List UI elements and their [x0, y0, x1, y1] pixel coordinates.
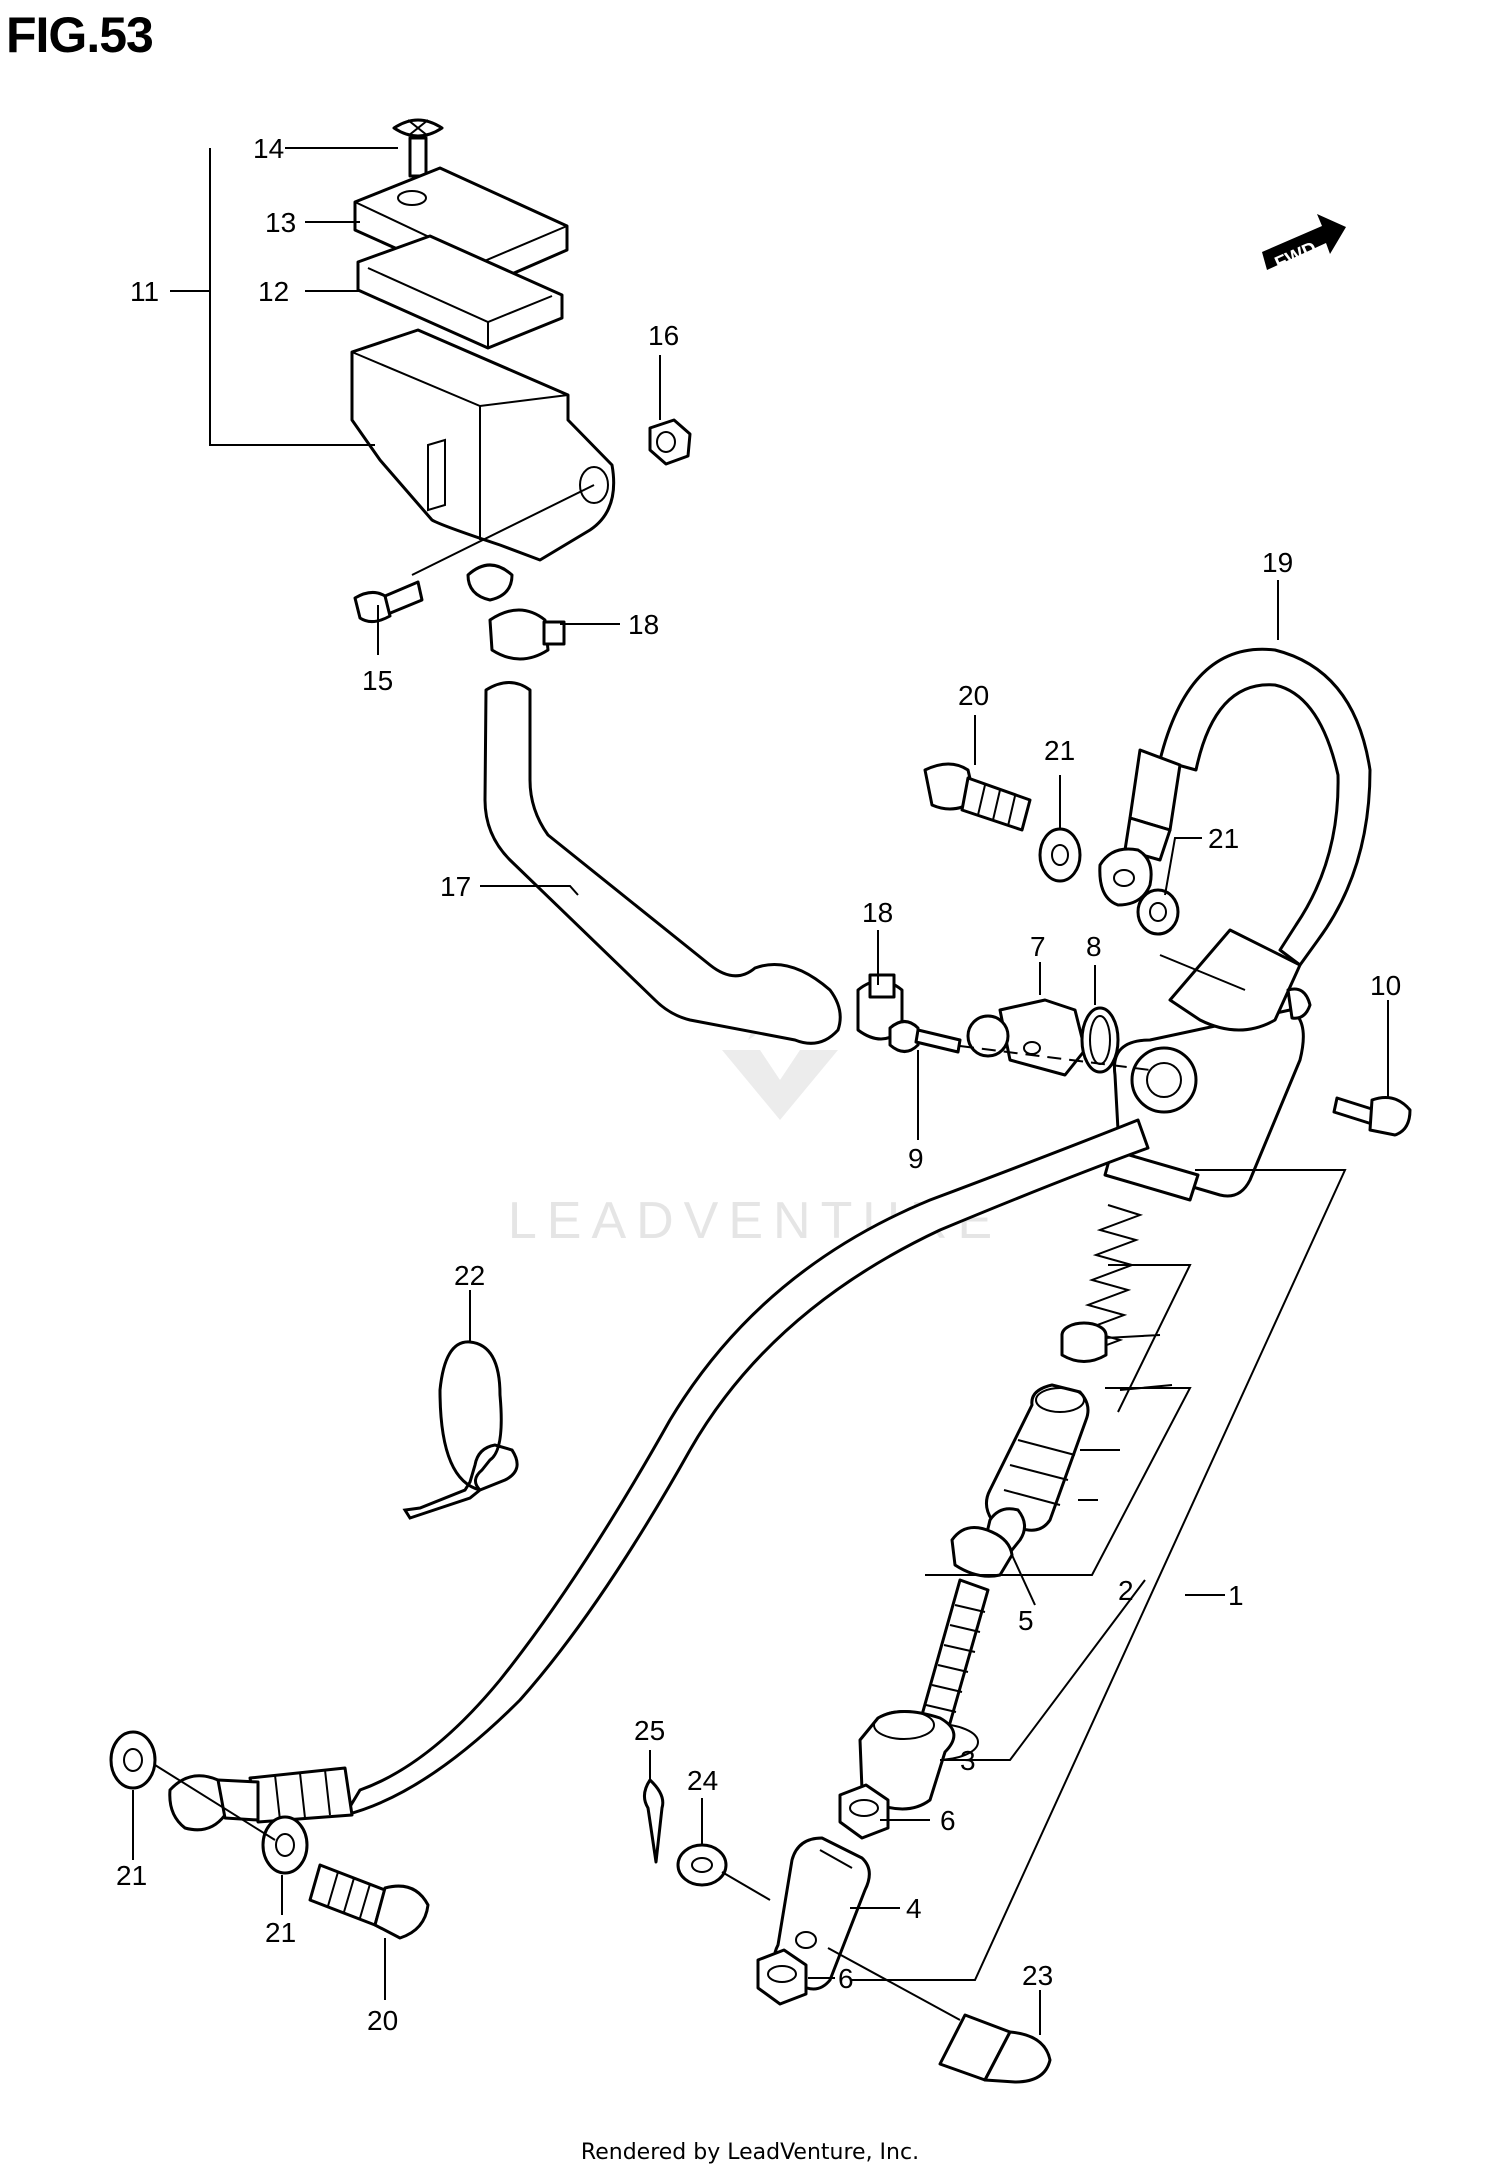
callout-19: 19	[1262, 547, 1293, 578]
piston-kit-2	[985, 1383, 1090, 1532]
callout-1: 1	[1228, 1580, 1244, 1611]
washer-21-upper-b	[1136, 888, 1180, 936]
pin-axis-line	[827, 1947, 961, 2021]
callout-14: 14	[253, 133, 284, 164]
washer-21-lower-b	[261, 1815, 309, 1875]
callout-8: 8	[1086, 931, 1102, 962]
callout-12: 12	[258, 276, 289, 307]
hose-lower-banjo	[168, 1766, 354, 1832]
callout-3: 3	[960, 1745, 976, 1776]
callout-22: 22	[454, 1260, 485, 1291]
bolt-10	[1332, 1096, 1412, 1137]
hose-19	[1158, 647, 1372, 967]
washer-24	[676, 1843, 728, 1887]
fwd-arrow-badge: FWD	[1262, 214, 1346, 275]
callout-7: 7	[1030, 931, 1046, 962]
hose-clamp-18-lower	[856, 973, 904, 1041]
push-rod-5	[893, 1507, 1026, 1761]
reservoir-mount-line	[411, 484, 595, 576]
bolt-20-lower	[308, 1863, 430, 1940]
piston-cup	[1060, 1321, 1108, 1363]
callout-18-upper: 18	[628, 609, 659, 640]
leader-lines	[132, 147, 1389, 2035]
callout-11: 11	[130, 276, 159, 307]
bolt-15	[353, 580, 424, 623]
callout-23: 23	[1022, 1960, 1053, 1991]
callout-21-lower-a: 21	[116, 1860, 147, 1891]
callout-24: 24	[687, 1765, 718, 1796]
reservoir-cap-13	[353, 166, 569, 289]
washer-21-upper-a	[1038, 827, 1082, 883]
reservoir-screw-14	[392, 118, 444, 178]
callout-17: 17	[440, 871, 471, 902]
callout-25: 25	[634, 1715, 665, 1746]
callout-13: 13	[265, 207, 296, 238]
callout-15: 15	[362, 665, 393, 696]
callout-16: 16	[648, 320, 679, 351]
figure-title: FIG.53	[6, 7, 154, 63]
bolt-20-upper	[923, 762, 1032, 832]
callout-21-upper-a: 21	[1044, 735, 1075, 766]
callout-10: 10	[1370, 970, 1401, 1001]
nut-6-lower	[756, 1948, 808, 2006]
callout-labels: 14 13 12 11 16 15 18 19 20 21 21 17 18 7…	[116, 133, 1401, 2036]
nut-16	[648, 418, 692, 466]
nut-6-upper	[838, 1783, 890, 1840]
reservoir-body-11	[350, 328, 616, 602]
callout-9: 9	[908, 1143, 924, 1174]
callout-21-upper-b: 21	[1208, 823, 1239, 854]
callout-4: 4	[906, 1893, 922, 1924]
o-ring-8	[1080, 1006, 1120, 1074]
hose-19-banjo	[1098, 748, 1182, 907]
callout-5: 5	[1018, 1605, 1034, 1636]
hose-17	[483, 681, 842, 1045]
hose-clip-22	[402, 1340, 519, 1520]
callout-21-lower-b: 21	[265, 1917, 296, 1948]
hose-clamp-18-upper	[488, 608, 566, 661]
callout-6-lower: 6	[838, 1963, 854, 1994]
callout-2: 2	[1118, 1575, 1134, 1606]
boot-3	[858, 1710, 956, 1811]
footer-credit: Rendered by LeadVenture, Inc.	[580, 2140, 920, 2165]
callout-18-lower: 18	[862, 897, 893, 928]
callout-20-upper: 20	[958, 680, 989, 711]
cap-7	[966, 998, 1087, 1077]
washer-axis-line	[721, 1871, 771, 1901]
lower-bolt-axis-line	[154, 1764, 276, 1841]
cotter-pin-25	[643, 1778, 665, 1864]
callout-20-lower: 20	[367, 2005, 398, 2036]
master-cylinder-1	[1103, 928, 1312, 1202]
pin-23	[938, 2013, 1052, 2084]
screw-9	[888, 1020, 962, 1054]
washer-21-lower-a	[109, 1730, 157, 1790]
callout-6-upper: 6	[940, 1805, 956, 1836]
screw-9-axis	[959, 1045, 1151, 1071]
